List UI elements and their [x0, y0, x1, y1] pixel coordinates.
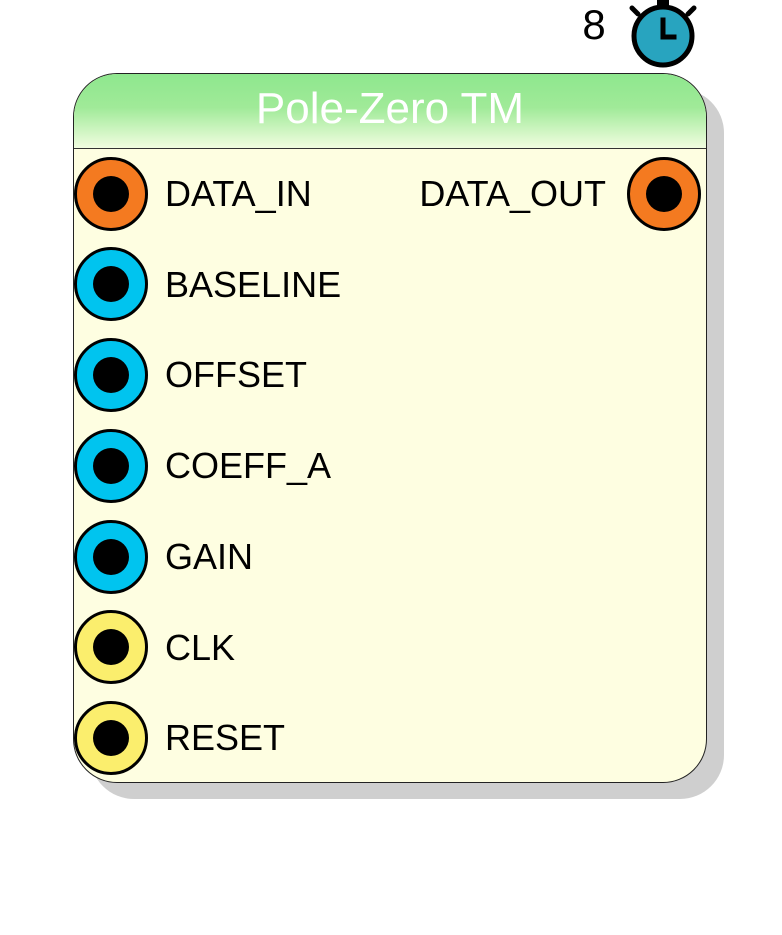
pole-zero-block[interactable]: Pole-Zero TM	[73, 73, 707, 783]
port-core	[93, 448, 129, 484]
stopwatch-icon	[629, 0, 697, 68]
port-label-coeff-a: COEFF_A	[165, 445, 332, 486]
port-data-out[interactable]	[627, 157, 701, 231]
port-label-offset: OFFSET	[165, 354, 307, 395]
port-label-data-in: DATA_IN	[165, 173, 312, 214]
port-label-clk: CLK	[165, 627, 236, 668]
port-gain[interactable]	[74, 520, 148, 594]
block-header[interactable]: Pole-Zero TM	[74, 74, 706, 149]
port-core	[93, 357, 129, 393]
port-reset[interactable]	[74, 701, 148, 775]
port-core	[646, 176, 682, 212]
latency-count: 8	[582, 1, 606, 48]
port-label-gain: GAIN	[165, 536, 254, 577]
port-core	[93, 629, 129, 665]
port-data-in[interactable]	[74, 157, 148, 231]
port-core	[93, 266, 129, 302]
port-core	[93, 720, 129, 756]
port-core	[93, 176, 129, 212]
port-label-reset: RESET	[165, 717, 286, 758]
port-core	[93, 539, 129, 575]
port-coeff-a[interactable]	[74, 429, 148, 503]
port-offset[interactable]	[74, 338, 148, 412]
port-baseline[interactable]	[74, 247, 148, 321]
port-clk[interactable]	[74, 610, 148, 684]
port-label-data-out: DATA_OUT	[419, 173, 606, 214]
port-label-baseline: BASELINE	[165, 264, 342, 305]
block-title: Pole-Zero TM	[255, 84, 525, 133]
